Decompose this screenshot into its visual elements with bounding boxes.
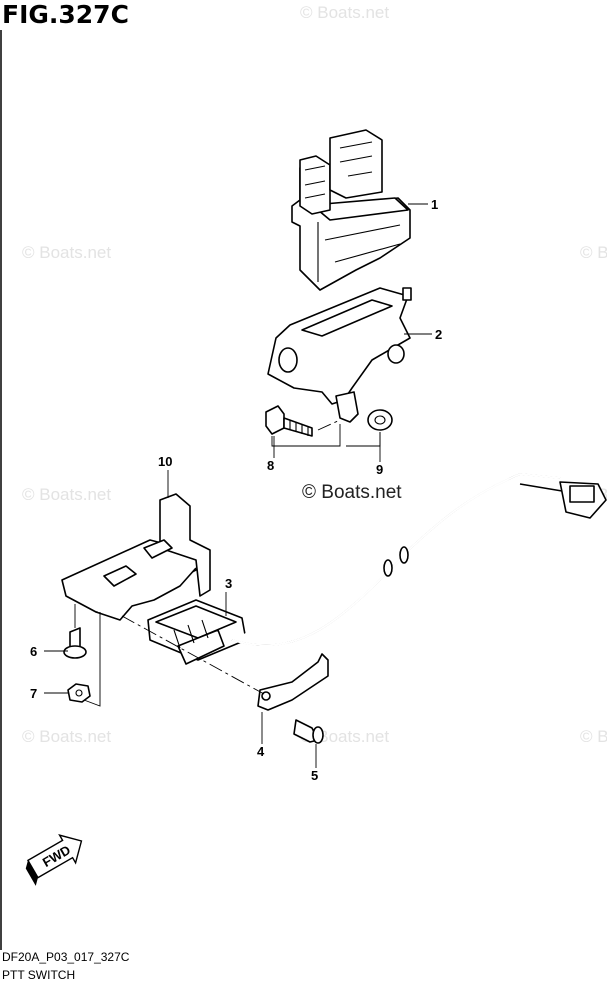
alignment-line — [121, 615, 265, 695]
figure-caption: PTT SWITCH — [2, 968, 76, 982]
part-3-ptt-switch[interactable] — [147, 472, 607, 665]
callout-8[interactable]: 8 — [267, 458, 274, 473]
part-5-screw[interactable] — [293, 719, 324, 744]
part-6-bolt[interactable] — [63, 627, 87, 659]
leader-lines — [44, 203, 432, 768]
callout-6[interactable]: 6 — [30, 644, 37, 659]
callout-9[interactable]: 9 — [376, 462, 383, 477]
part-2-holder[interactable] — [267, 287, 412, 423]
callout-5[interactable]: 5 — [311, 768, 318, 783]
callout-2[interactable]: 2 — [435, 327, 442, 342]
callout-3[interactable]: 3 — [225, 576, 232, 591]
watermark-text: © Boats.net — [22, 243, 111, 262]
callout-1[interactable]: 1 — [431, 197, 438, 212]
part-1-rectifier[interactable] — [291, 129, 411, 291]
callout-10[interactable]: 10 — [158, 454, 172, 469]
watermark-text: © Boats.net — [22, 727, 111, 746]
callout-labels: 1 2 3 4 5 6 7 8 9 10 — [30, 197, 442, 783]
figure-title: FIG.327C — [2, 0, 129, 29]
watermark-text: © Boats.net — [580, 727, 607, 746]
watermark-text: © Boats.net — [580, 243, 607, 262]
part-10-bracket[interactable] — [61, 493, 211, 621]
part-8-bolt[interactable] — [265, 405, 313, 437]
watermark-text: © Boats.net — [300, 3, 389, 22]
watermark-text: © Boats.net — [22, 485, 111, 504]
part-7-nut[interactable] — [67, 683, 91, 703]
callout-7[interactable]: 7 — [30, 686, 37, 701]
callout-4[interactable]: 4 — [257, 744, 265, 759]
watermark-prominent: © Boats.net — [302, 482, 402, 503]
part-4-bracket[interactable] — [257, 653, 329, 711]
part-9-collar[interactable] — [367, 409, 393, 431]
figure-code: DF20A_P03_017_327C — [2, 950, 130, 964]
alignment-line — [317, 419, 341, 431]
fwd-arrow-icon: FWD — [25, 834, 83, 886]
